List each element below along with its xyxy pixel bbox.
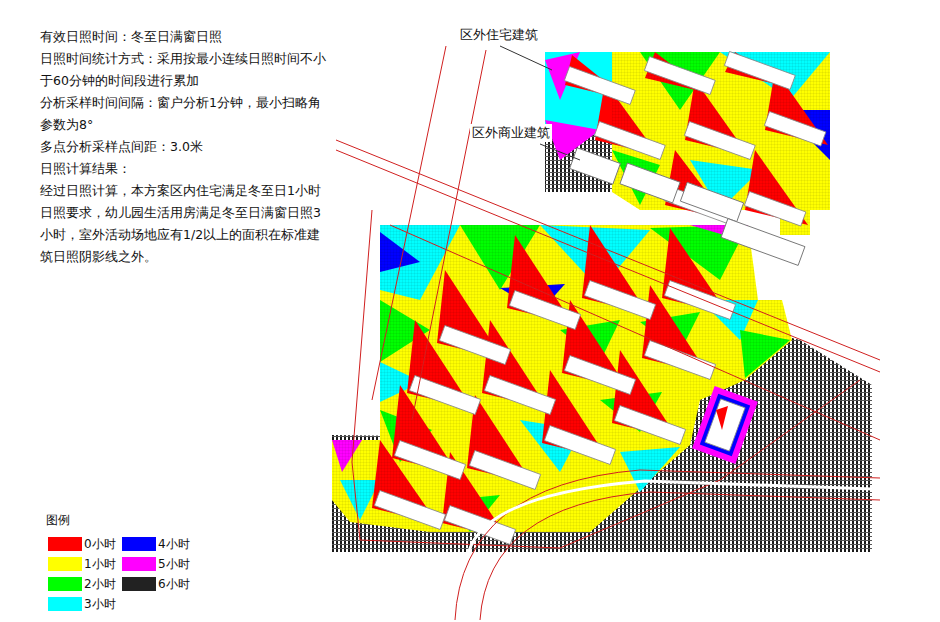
legend-label: 2小时 — [82, 577, 118, 591]
kindergarten — [700, 394, 750, 456]
area-tag: 区外住宅建筑 — [458, 26, 540, 44]
residential-building — [664, 281, 735, 320]
notes-block: 有效日照时间：冬至日满窗日照日照时间统计方式：采用按最小连续日照时间不小于60分… — [40, 26, 332, 268]
road-gap — [467, 481, 872, 560]
kindergarten — [705, 399, 745, 451]
residential-building — [584, 281, 655, 320]
outside-building — [684, 121, 755, 159]
residential-building — [509, 291, 580, 330]
note-line: 多点分析采样点间距：3.0米 — [40, 136, 332, 158]
result-heading: 日照计算结果： — [40, 158, 332, 180]
residential-building — [614, 406, 685, 445]
outside-building — [764, 111, 826, 146]
legend-label: 6小时 — [156, 577, 192, 591]
boundary-line — [336, 46, 880, 620]
kindergarten — [692, 386, 758, 464]
residential-building — [394, 441, 465, 480]
note-line: 有效日照时间：冬至日满窗日照 — [40, 26, 332, 48]
commercial-building — [620, 163, 680, 203]
note-line: 分析采样时间间隔：窗户分析1分钟，最小扫略角参数为8° — [40, 92, 332, 136]
commercial-building — [721, 219, 805, 266]
outside-building — [564, 66, 635, 104]
legend-label: 3小时 — [82, 597, 118, 611]
leader-line — [540, 144, 580, 160]
outside-building — [724, 51, 795, 89]
residential-building — [644, 341, 715, 380]
kindergarten — [692, 386, 758, 464]
residential-building — [374, 281, 735, 545]
legend-label: 1小时 — [82, 557, 118, 571]
residential-building — [564, 356, 635, 395]
boundary-line — [412, 50, 486, 420]
result-text: 经过日照计算，本方案区内住宅满足冬至日1小时日照要求，幼儿园生活用房满足冬至日满… — [40, 180, 332, 268]
kindergarten — [716, 406, 728, 430]
boundary-line — [390, 225, 880, 440]
boundary-line — [336, 150, 880, 372]
residential-building — [469, 451, 540, 490]
residential-building — [544, 426, 615, 465]
commercial-building — [680, 182, 743, 221]
boundary-line — [455, 470, 880, 620]
boundary-line — [372, 46, 446, 400]
residential-building — [484, 376, 555, 415]
outside-building — [644, 56, 715, 94]
outside-building — [564, 51, 826, 226]
boundary-line — [480, 492, 880, 620]
site-sun-field — [332, 225, 792, 532]
boundary-line — [336, 140, 880, 360]
leader-line — [500, 46, 552, 70]
outside-building — [594, 121, 665, 159]
outside-building — [744, 191, 806, 226]
commercial-building — [570, 148, 621, 184]
area-tag: 区外商业建筑 — [470, 124, 552, 142]
outside-sun-field — [545, 52, 830, 235]
note-line: 日照时间统计方式：采用按最小连续日照时间不小于60分钟的时间段进行累加 — [40, 48, 332, 92]
grid-texture — [332, 225, 792, 532]
residential-building — [374, 491, 445, 530]
site-sun-field — [332, 225, 792, 532]
residential-building — [439, 326, 510, 365]
boundary-line — [352, 210, 860, 548]
legend-title: 图例 — [46, 512, 70, 529]
road-gap — [467, 481, 872, 560]
commercial-building — [570, 148, 805, 266]
leader-line — [500, 46, 580, 160]
legend-label: 4小时 — [156, 537, 192, 551]
legend-label: 5小时 — [156, 557, 192, 571]
legend-label: 0小时 — [82, 537, 118, 551]
